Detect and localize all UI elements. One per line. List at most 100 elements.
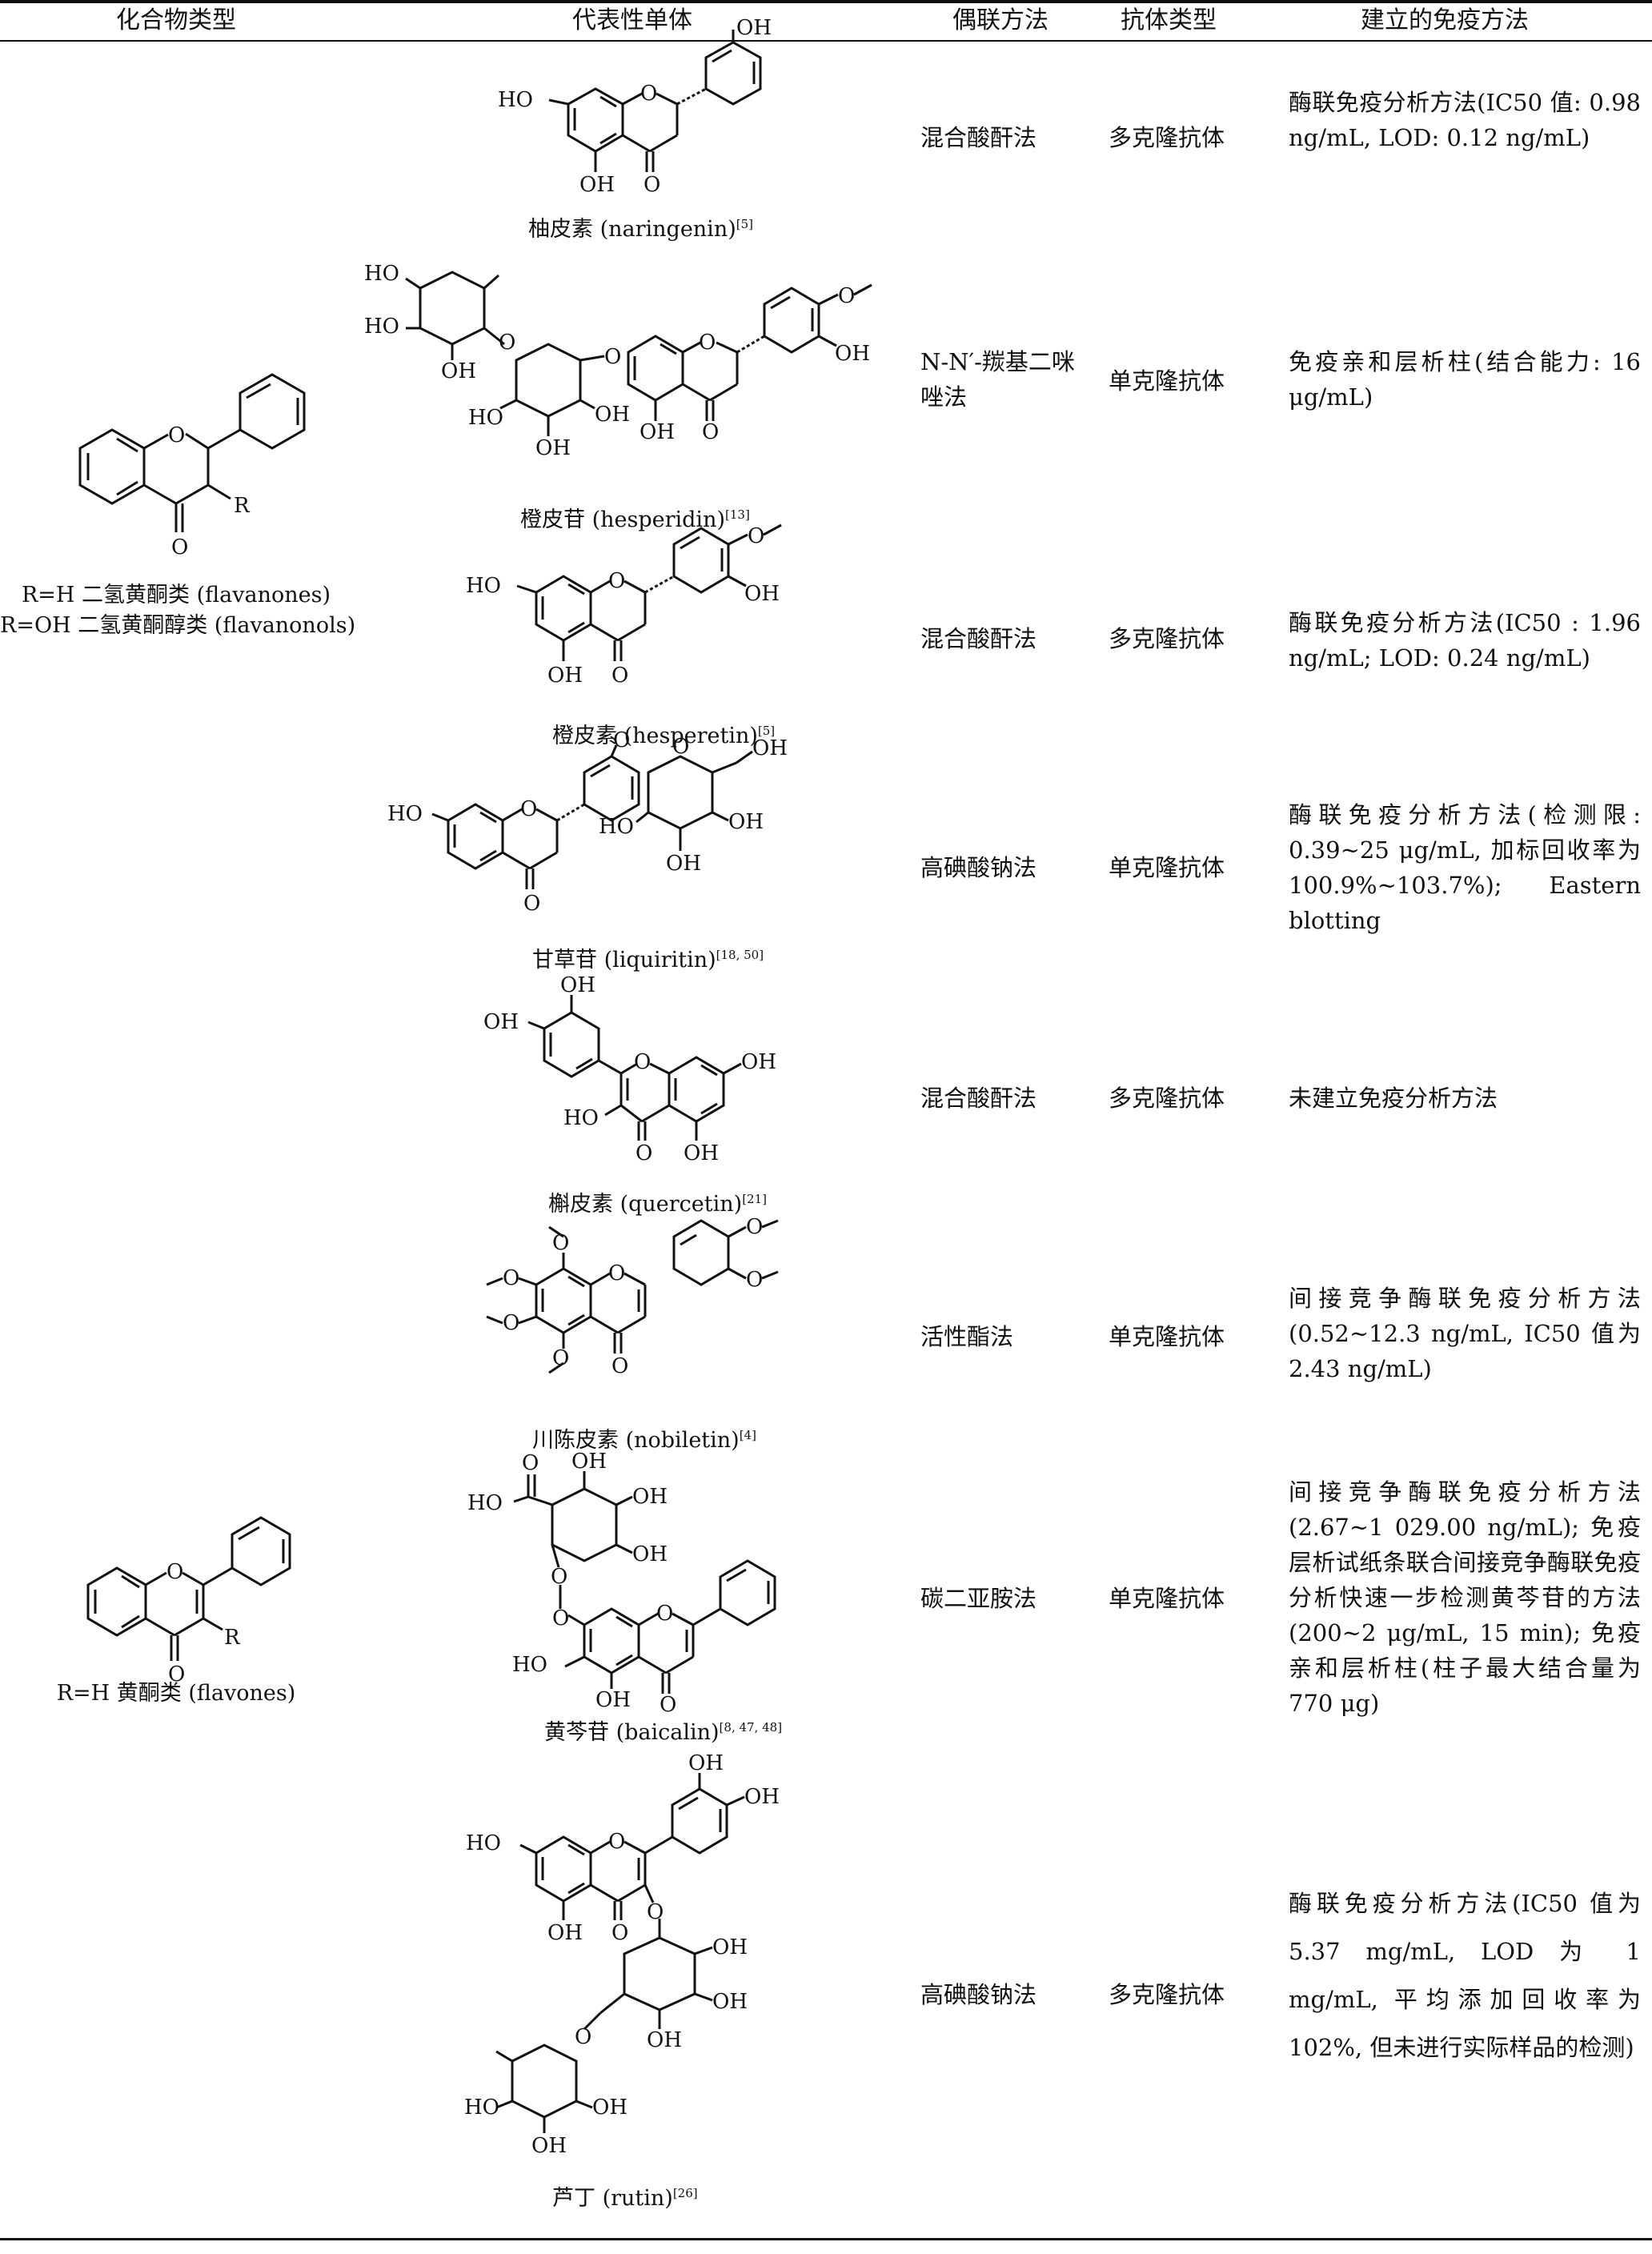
- baicalin-carboxyl-o: O: [522, 1451, 539, 1475]
- hesperetin-structure: HO O O OH O OH: [464, 523, 832, 704]
- row-8-method: 酶联免疫分析方法(IC50 值为 5.37 mg/mL, LOD 为 1 mg/…: [1289, 1890, 1641, 2061]
- header-antibody-type: 抗体类型: [1121, 6, 1217, 34]
- nobiletin-caption: 川陈皮素 (nobiletin)[4]: [532, 1428, 756, 1453]
- liquiritin-carbonyl-o: O: [523, 892, 540, 916]
- rutin-glc-oh-4: OH: [647, 2028, 682, 2052]
- rutin-link-o: O: [575, 2025, 591, 2049]
- flavone-skeleton-structure: O O R: [64, 1516, 304, 1705]
- flavone-carbonyl-oxygen-label: O: [168, 1662, 185, 1686]
- quercetin-carbonyl-o: O: [636, 1141, 652, 1165]
- naringenin-oh-5: OH: [579, 173, 615, 197]
- baicalin-oh-3: OH: [632, 1485, 668, 1509]
- quercetin-ring-o: O: [634, 1050, 651, 1074]
- row-8-coupling: 高碘酸钠法: [920, 1981, 1037, 2008]
- rutin-glc-oh-3: OH: [712, 1990, 748, 2014]
- hesperidin-oh-f: OH: [595, 403, 630, 427]
- row-2-method: 免疫亲和层析柱(结合能力: 16 μg/mL): [1289, 348, 1641, 411]
- nobiletin-ring-o: O: [608, 1261, 625, 1285]
- rutin-oh-4p: OH: [744, 1785, 780, 1809]
- rutin-ring-o: O: [608, 1830, 625, 1854]
- row-8-antibody: 多克隆抗体: [1109, 1981, 1225, 2008]
- header-immunoassay-method: 建立的免疫方法: [1361, 6, 1529, 34]
- rutin-rha-oh-b: OH: [592, 2096, 628, 2120]
- baicalin-oh-2: OH: [632, 1542, 668, 1566]
- row-2-coupling: N-N′-羰基二咪唑法: [920, 348, 1075, 411]
- liquiritin-oh-4: OH: [728, 810, 764, 834]
- hesperidin-ho-b: HO: [364, 315, 399, 339]
- flavone-class-label: R=H 黄酮类 (flavones): [56, 1681, 296, 1706]
- row-6-method: 间接竞争酶联免疫分析方法(0.52~12.3 ng/mL, IC50 值为 2.…: [1289, 1285, 1641, 1382]
- liquiritin-structure: HO O O O O OH HO OH OH: [387, 728, 888, 932]
- quercetin-oh-4p: OH: [483, 1010, 519, 1034]
- baicalin-ho-6: HO: [512, 1653, 547, 1677]
- hesperidin-carbonyl-o: O: [702, 420, 719, 444]
- hesperetin-methoxy-o: O: [748, 524, 764, 548]
- row-1-method: 酶联免疫分析方法(IC50 值: 0.98 ng/mL, LOD: 0.12 n…: [1289, 89, 1641, 151]
- table-bottom-rule: [0, 2238, 1652, 2240]
- naringenin-caption: 柚皮素 (naringenin)[5]: [528, 217, 753, 242]
- rutin-rha-ho: HO: [464, 2096, 499, 2120]
- hesperidin-o-link: O: [499, 331, 515, 355]
- rutin-structure: OH OH HO O OH O O OH OH OH O HO OH OH: [464, 1751, 832, 2165]
- liquiritin-ho-2: HO: [599, 815, 634, 839]
- flavone-r-group-label: R: [224, 1626, 241, 1650]
- r-group-label: R: [234, 494, 251, 518]
- liquiritin-sugar-ring-o: O: [672, 735, 689, 759]
- hesperidin-caption: 橙皮苷 (hesperidin)[13]: [520, 507, 750, 532]
- baicalin-sugar-ring-o: O: [551, 1565, 567, 1589]
- row-4-method: 酶联免疫分析方法(检测限: 0.39~25 μg/mL, 加标回收率为 100.…: [1289, 801, 1641, 934]
- header-representative-monomer: 代表性单体: [572, 6, 692, 34]
- flavanonol-class-label: R=OH 二氢黄酮醇类 (flavanonols): [0, 613, 356, 638]
- rutin-carbonyl-o: O: [611, 1921, 628, 1945]
- row-3-coupling: 混合酸酐法: [920, 625, 1037, 652]
- baicalin-oh-4: OH: [571, 1450, 607, 1474]
- nobiletin-methoxy-3p: O: [746, 1215, 763, 1239]
- row-6-coupling: 活性酯法: [920, 1323, 1014, 1350]
- quercetin-caption: 槲皮素 (quercetin)[21]: [548, 1192, 767, 1217]
- rutin-ho-7: HO: [466, 1831, 501, 1855]
- row-3-method: 酶联免疫分析方法(IC50 : 1.96 ng/mL; LOD: 0.24 ng…: [1289, 609, 1641, 672]
- naringenin-ho-7: HO: [498, 88, 533, 112]
- hesperetin-carbonyl-o: O: [611, 664, 628, 688]
- hesperetin-oh-3p: OH: [744, 582, 780, 606]
- hesperidin-methoxy-o: O: [838, 284, 855, 308]
- hesperetin-oh-5: OH: [547, 664, 583, 688]
- nobiletin-methoxy-6: O: [503, 1311, 519, 1335]
- hesperidin-oh-e: OH: [535, 436, 571, 460]
- hesperidin-oh-5: OH: [640, 420, 675, 444]
- flavone-ring-oxygen-label: O: [166, 1560, 183, 1584]
- quercetin-ho-3: HO: [563, 1106, 599, 1130]
- quercetin-oh-7: OH: [741, 1050, 776, 1074]
- quercetin-oh-3p: OH: [560, 973, 595, 997]
- liquiritin-caption: 甘草苷 (liquiritin)[18, 50]: [532, 948, 764, 973]
- header-coupling-method: 偶联方法: [952, 6, 1049, 34]
- naringenin-ring-o: O: [640, 82, 657, 106]
- rutin-oh-5: OH: [547, 1921, 583, 1945]
- row-5-antibody: 多克隆抗体: [1109, 1085, 1225, 1112]
- hesperetin-ring-o: O: [608, 569, 625, 593]
- carbonyl-oxygen-label: O: [171, 535, 188, 559]
- hesperidin-o-glyc: O: [604, 345, 621, 369]
- baicalin-glyc-o: O: [552, 1606, 569, 1630]
- row-1-coupling: 混合酸酐法: [920, 124, 1037, 151]
- table-top-rule: [0, 0, 1652, 3]
- hesperetin-ho-7: HO: [466, 574, 501, 598]
- nobiletin-carbonyl-o: O: [611, 1354, 628, 1378]
- liquiritin-ring-o: O: [520, 797, 537, 821]
- baicalin-carboxyl-ho: HO: [467, 1491, 503, 1515]
- hesperidin-ring-o: O: [699, 331, 716, 355]
- hesperidin-oh-3p: OH: [835, 342, 870, 366]
- quercetin-structure: OH OH O OH HO O OH: [480, 973, 816, 1173]
- liquiritin-oh-3: OH: [666, 852, 701, 876]
- baicalin-carbonyl-o: O: [660, 1693, 676, 1717]
- row-7-method: 间接竞争酶联免疫分析方法(2.67~1 029.00 ng/mL); 免疫层析试…: [1289, 1478, 1641, 1717]
- baicalin-ring-o: O: [656, 1602, 673, 1626]
- naringenin-structure: HO O O OH OH: [496, 16, 832, 204]
- nobiletin-methoxy-8: O: [552, 1231, 569, 1255]
- liquiritin-oh-6: OH: [752, 736, 788, 760]
- liquiritin-glyc-o: O: [613, 728, 630, 752]
- row-7-antibody: 单克隆抗体: [1109, 1585, 1225, 1612]
- naringenin-carbonyl-o: O: [644, 173, 660, 197]
- row-3-antibody: 多克隆抗体: [1109, 625, 1225, 652]
- row-5-coupling: 混合酸酐法: [920, 1085, 1037, 1112]
